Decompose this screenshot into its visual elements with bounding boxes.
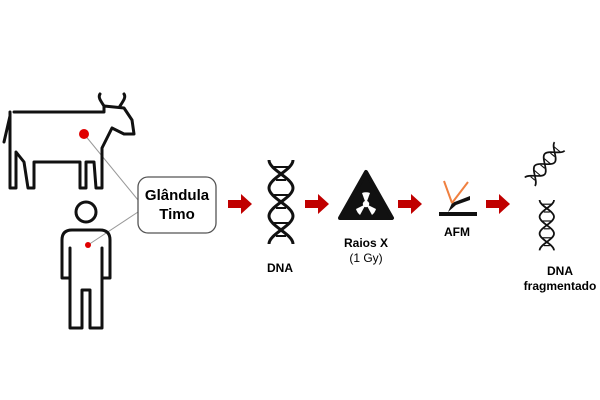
- xray-dose: (1 Gy): [349, 251, 383, 265]
- gland-box: [137, 176, 217, 234]
- human-connector-line: [87, 211, 139, 246]
- radiation-icon: [338, 170, 394, 220]
- human-icon: [60, 200, 112, 330]
- gland-label-line2: Timo: [159, 206, 195, 223]
- arrow-right-icon: [398, 194, 422, 214]
- gland-box-label: Glândula Timo: [138, 177, 216, 233]
- arrow-right-icon: [228, 194, 252, 214]
- human-thymus-marker: [85, 242, 91, 248]
- gland-label-line1: Glândula: [144, 187, 210, 204]
- cow-thymus-marker: [79, 129, 89, 139]
- xray-label: Raios X (1 Gy): [330, 236, 402, 266]
- cow-icon: [2, 92, 136, 190]
- cow-connector-line: [83, 133, 139, 201]
- afm-probe-icon: [439, 180, 477, 216]
- fragmented-line2: fragmentado: [523, 279, 597, 293]
- xray-title: Raios X: [343, 236, 388, 250]
- fragmented-dna-label: DNA fragmentado: [520, 264, 600, 294]
- arrow-right-icon: [305, 194, 329, 214]
- dna-label: DNA: [267, 261, 293, 275]
- broken-dna-icon: [524, 141, 566, 252]
- afm-label: AFM: [444, 225, 470, 239]
- dna-helix-icon: [267, 158, 295, 246]
- arrow-right-icon: [486, 194, 510, 214]
- fragmented-line1: DNA: [547, 264, 573, 278]
